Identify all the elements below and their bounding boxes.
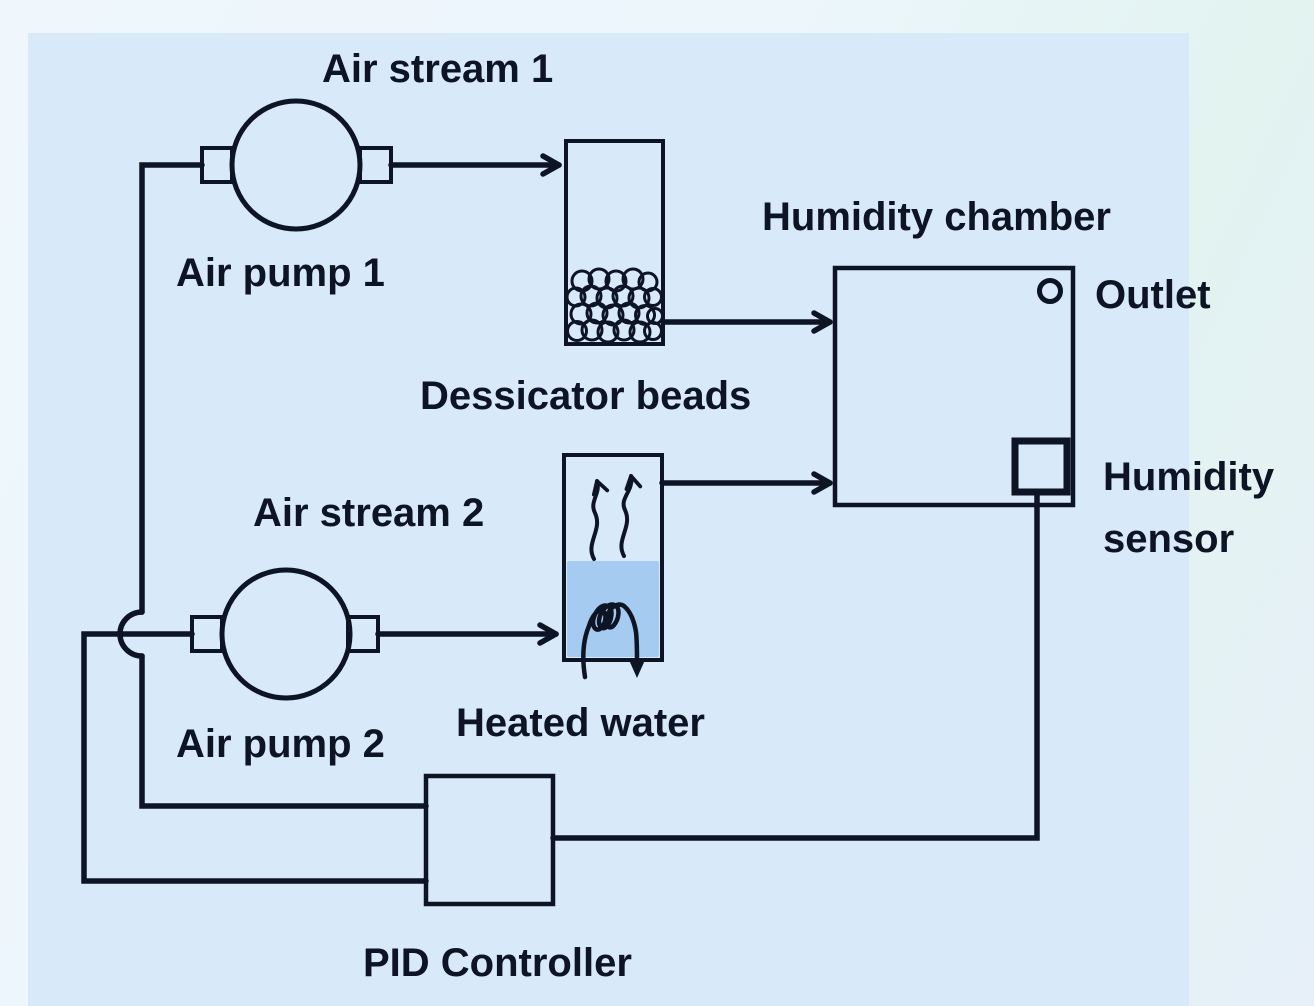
label-humidity-chamber: Humidity chamber xyxy=(762,195,1111,239)
heated-water-symbol xyxy=(562,453,664,680)
wire-sensor-to-pid xyxy=(550,489,1040,841)
label-pid-controller: PID Controller xyxy=(363,941,632,985)
label-air-pump-1: Air pump 1 xyxy=(176,251,385,295)
label-dessicator-beads: Dessicator beads xyxy=(420,374,752,418)
air-pump-1-symbol xyxy=(200,98,393,232)
label-humidity-sensor: Humidity sensor xyxy=(1103,455,1275,561)
label-heated-water: Heated water xyxy=(456,701,705,745)
dessicator-symbol xyxy=(564,139,665,346)
humidity-sensor-box xyxy=(1011,437,1071,496)
label-outlet: Outlet xyxy=(1095,273,1211,317)
wire-pump1-to-rail xyxy=(139,162,205,615)
outlet-port xyxy=(1037,278,1063,304)
steam-arrow-left xyxy=(589,479,610,561)
label-air-stream-2: Air stream 2 xyxy=(253,491,485,535)
diagram-panel xyxy=(28,33,1189,1006)
dessicator-beads-cluster xyxy=(565,267,664,344)
heating-coil xyxy=(581,602,645,680)
steam-arrow-right xyxy=(619,474,643,558)
air-pump-2-symbol xyxy=(190,567,380,701)
heater-vessel xyxy=(562,453,664,662)
chamber-body xyxy=(832,265,1076,508)
wires xyxy=(81,153,1040,884)
label-air-pump-2: Air pump 2 xyxy=(176,722,385,766)
pump2-body xyxy=(219,567,353,701)
humidity-chamber-symbol xyxy=(832,265,1076,508)
pid-controller-box xyxy=(423,773,556,907)
dessicator-vessel xyxy=(564,139,665,346)
label-air-stream-1: Air stream 1 xyxy=(322,47,554,91)
pump1-body xyxy=(229,98,363,232)
wire-rail-to-pid-top xyxy=(139,653,429,809)
wire-loop-to-pid-bottom xyxy=(81,631,429,884)
